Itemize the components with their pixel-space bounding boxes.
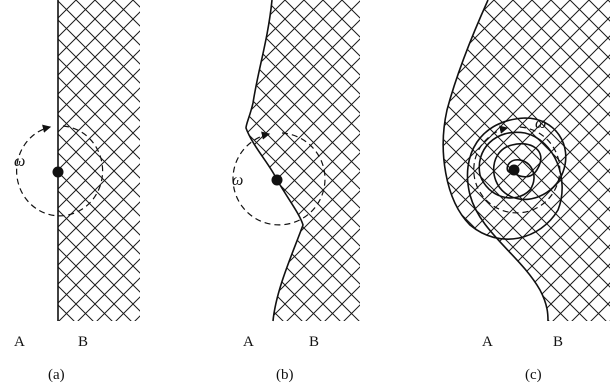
label-a-left: A	[14, 334, 25, 350]
vortex-center-b	[272, 175, 283, 186]
vortex-center-a	[53, 167, 64, 178]
caption-c: (c)	[525, 367, 542, 383]
panel-b: ω A B (b)	[232, 0, 360, 383]
fluid-b-region-b	[246, 0, 360, 321]
label-c-left: A	[482, 334, 493, 350]
omega-label-c: ω	[535, 115, 546, 132]
label-b-right: B	[309, 334, 319, 350]
panel-a: ω A B (a)	[14, 0, 140, 383]
panel-c: ω A B (c)	[443, 0, 610, 383]
omega-label-b: ω	[232, 172, 243, 189]
omega-label-a: ω	[14, 153, 25, 170]
fluid-b-region-a	[58, 0, 140, 321]
caption-b: (b)	[276, 367, 294, 383]
label-b-left: A	[243, 334, 254, 350]
label-a-right: B	[78, 334, 88, 350]
vortex-center-c	[509, 165, 520, 176]
caption-a: (a)	[48, 367, 65, 383]
label-c-right: B	[553, 334, 563, 350]
